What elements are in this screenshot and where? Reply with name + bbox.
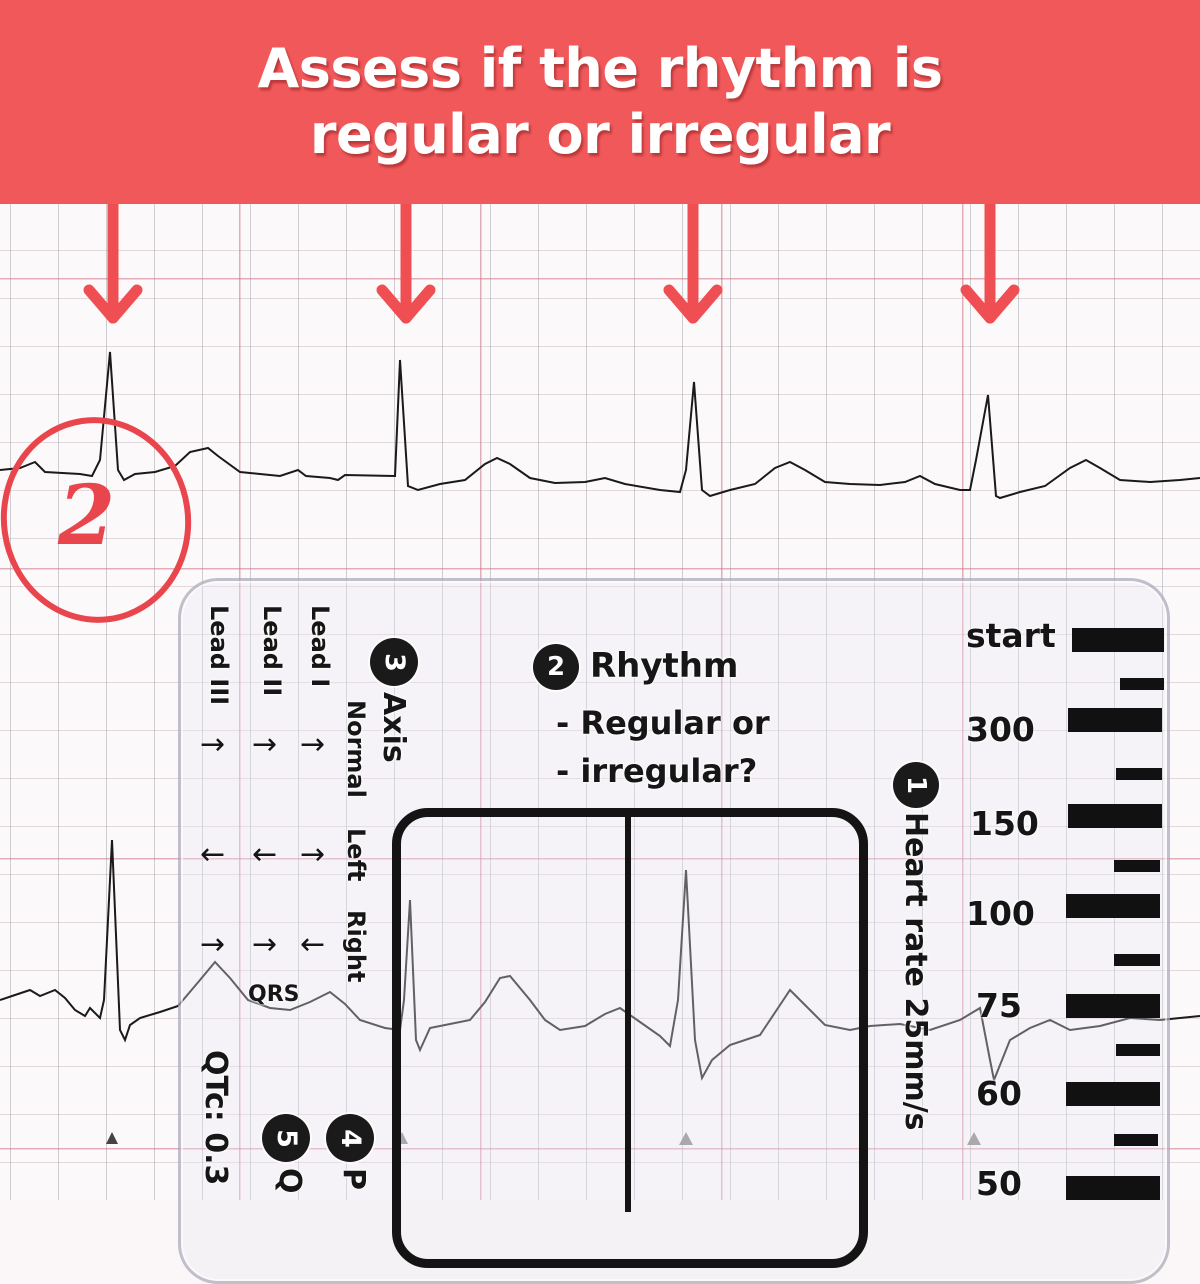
rate-scale-60: 60	[976, 1074, 1022, 1113]
qtc-label: QTc: 0.3	[198, 1050, 233, 1186]
scale-tick-minor	[1114, 954, 1160, 966]
scale-tick-major	[1066, 1176, 1160, 1200]
banner-title-line-1: Assess if the rhythm is	[257, 37, 943, 100]
arrow-right-icon: →	[200, 727, 226, 762]
heart-rate-label: Heart rate 25mm/s	[898, 812, 933, 1131]
rate-scale-300: 300	[966, 710, 1035, 749]
axis-left-label: Left	[342, 828, 370, 882]
window-divider	[625, 812, 631, 1212]
arrow-left-icon: ←	[252, 837, 278, 872]
rhythm-title: Rhythm	[590, 646, 739, 686]
step-4-badge: 4	[326, 1114, 374, 1162]
arrow-right-icon: →	[252, 927, 278, 962]
arrow-down-icon-1	[83, 198, 143, 324]
rate-scale-start: start	[966, 616, 1056, 655]
axis-normal-label: Normal	[342, 700, 370, 798]
arrow-right-icon: →	[300, 727, 326, 762]
scale-tick-minor	[1116, 1044, 1160, 1056]
scale-tick-major	[1068, 708, 1162, 732]
rate-scale-75: 75	[976, 986, 1022, 1025]
arrow-right-icon: →	[252, 727, 278, 762]
lead-i-label: Lead I	[306, 605, 334, 688]
scale-tick-major	[1066, 994, 1160, 1018]
axis-title: Axis	[376, 692, 411, 763]
arrow-left-icon: ←	[200, 837, 226, 872]
rhythm-option-regular: - Regular or	[556, 704, 770, 742]
rate-scale-150: 150	[970, 804, 1039, 843]
circle-annotation	[0, 417, 192, 623]
axis-right-label: Right	[342, 910, 370, 983]
rate-scale-50: 50	[976, 1164, 1022, 1203]
scale-tick-minor	[1114, 860, 1160, 872]
step-5-label: Q	[272, 1168, 307, 1194]
step-4-label: P	[336, 1168, 371, 1190]
ecg-ruler	[178, 578, 1170, 1284]
arrow-left-icon: ←	[300, 927, 326, 962]
qrs-label: QRS	[248, 982, 300, 1007]
ecg-trace-strip-2	[0, 839, 1200, 1084]
scale-tick-major	[1066, 894, 1160, 918]
arrow-right-icon: →	[200, 927, 226, 962]
rate-scale-100: 100	[966, 894, 1035, 933]
lead-ii-label: Lead II	[258, 605, 286, 697]
step-1-badge: 1	[893, 762, 939, 808]
ecg-overlay	[0, 198, 1200, 1145]
arrow-down-icon-3	[663, 198, 723, 324]
triangle-marker-1	[106, 1132, 118, 1144]
ecg-trace-strip-1	[0, 351, 1200, 500]
arrow-down-icon-4	[960, 198, 1020, 324]
arrow-right-icon: →	[300, 837, 326, 872]
banner-title-line-2: regular or irregular	[309, 103, 891, 166]
scale-tick-minor	[1114, 1134, 1158, 1146]
title-banner: Assess if the rhythm is regular or irreg…	[0, 0, 1200, 204]
step-2-badge: 2	[533, 644, 579, 690]
lead-iii-label: Lead III	[205, 605, 233, 706]
scale-tick-major	[1072, 628, 1164, 652]
step-3-badge: 3	[370, 638, 418, 686]
scale-tick-minor	[1120, 678, 1164, 690]
scale-tick-minor	[1116, 768, 1162, 780]
scale-tick-major	[1068, 804, 1162, 828]
scale-tick-major	[1066, 1082, 1160, 1106]
step-5-badge: 5	[262, 1114, 310, 1162]
rhythm-option-irregular: - irregular?	[556, 752, 758, 790]
triangle-marker-2	[679, 1132, 693, 1145]
circled-step-number: 2	[58, 468, 116, 564]
triangle-marker-3	[967, 1132, 981, 1145]
arrow-down-icon-2	[376, 198, 436, 324]
